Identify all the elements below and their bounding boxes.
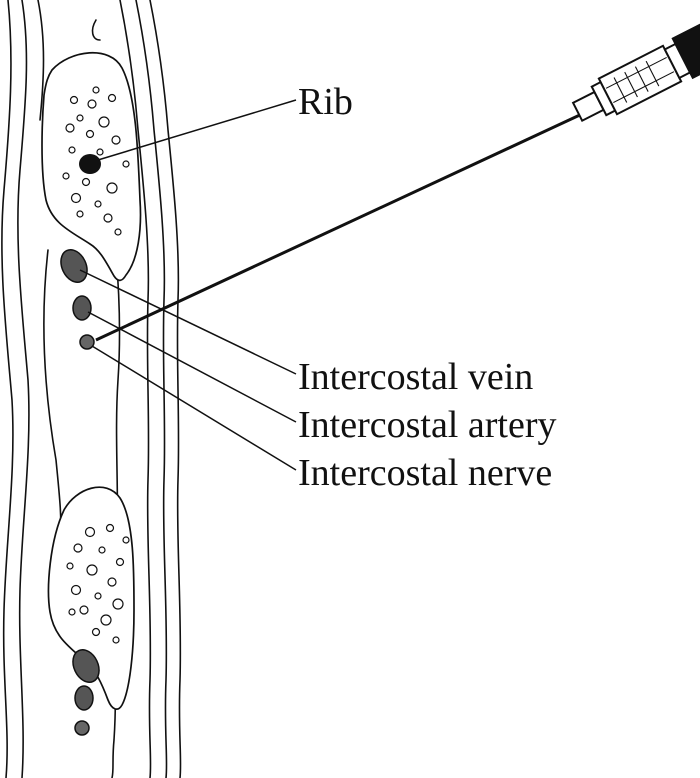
wall-layer-3 bbox=[37, 0, 45, 121]
lower-rib bbox=[47, 486, 135, 710]
syringe bbox=[95, 19, 700, 342]
wall-layer-9 bbox=[91, 19, 101, 41]
rib-leader-line bbox=[97, 99, 297, 161]
wall-layer-1 bbox=[1, 0, 14, 778]
neurovascular-bundle-lower bbox=[72, 649, 100, 736]
lower-vein-shape bbox=[72, 649, 100, 683]
rib-marker-dot bbox=[79, 154, 101, 174]
wall-layer-6 bbox=[149, 0, 182, 778]
needle-shaft bbox=[95, 112, 583, 342]
upper-rib bbox=[41, 52, 142, 282]
artery-leader-line bbox=[87, 311, 297, 423]
wall-layer-2 bbox=[17, 0, 30, 778]
vein-leader-line bbox=[79, 269, 297, 375]
wall-layer-4 bbox=[119, 0, 152, 778]
lower-artery-shape bbox=[74, 685, 94, 711]
intercostal-vein-shape bbox=[60, 249, 88, 283]
chest-wall-layers bbox=[1, 0, 182, 778]
lower-nerve-shape bbox=[74, 720, 90, 736]
syringe-body bbox=[571, 19, 700, 123]
intercostal-artery-label: Intercostal artery bbox=[298, 404, 556, 446]
lower-rib-pores bbox=[66, 523, 130, 644]
intercostal-artery-shape bbox=[72, 295, 92, 321]
wall-layer-5 bbox=[135, 0, 168, 778]
lower-rib-outline bbox=[47, 486, 135, 710]
upper-rib-pores bbox=[62, 86, 130, 236]
leader-lines bbox=[79, 99, 297, 471]
nerve-leader-line bbox=[91, 345, 297, 471]
intercostal-nerve-label: Intercostal nerve bbox=[298, 452, 552, 494]
intercostal-vein-label: Intercostal vein bbox=[298, 356, 533, 398]
intercostal-nerve-shape bbox=[79, 334, 95, 350]
neurovascular-bundle-upper bbox=[60, 249, 95, 350]
rib-label: Rib bbox=[298, 81, 353, 123]
wall-layer-8 bbox=[43, 249, 62, 541]
